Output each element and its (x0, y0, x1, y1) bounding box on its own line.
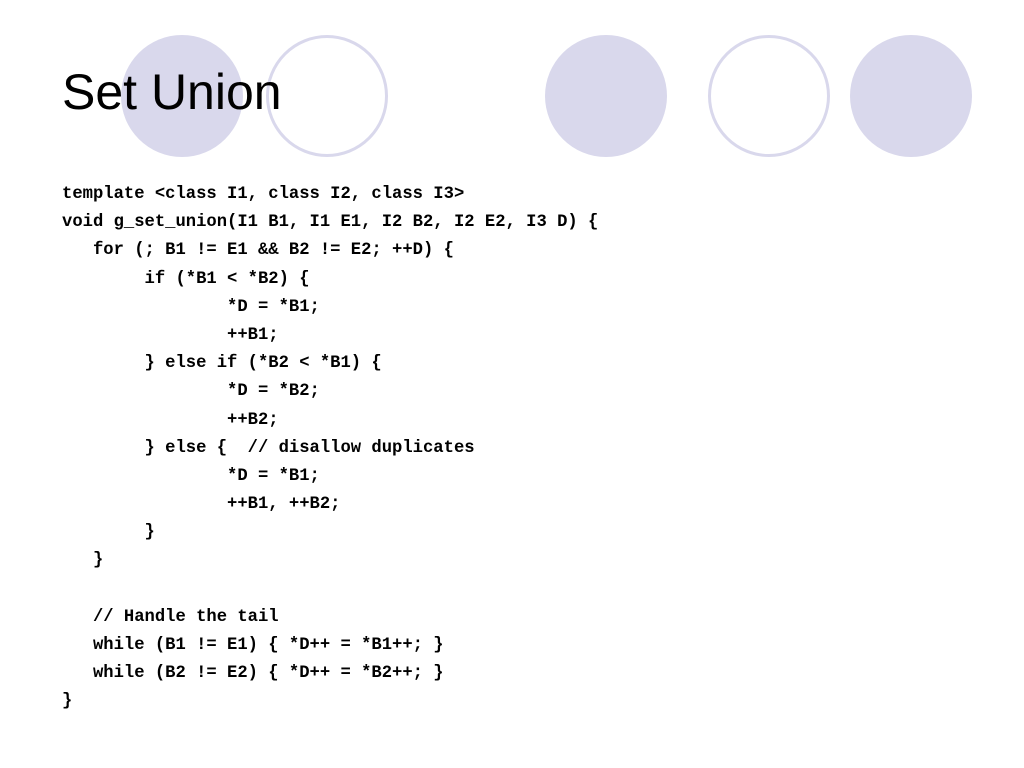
code-line: } (62, 523, 155, 543)
decorative-circle-5 (850, 35, 972, 157)
code-line: } else if (*B2 < *B1) { (62, 354, 382, 374)
code-line: ++B2; (62, 410, 279, 430)
code-line: for (; B1 != E1 && B2 != E2; ++D) { (62, 241, 454, 261)
code-line: } else { // disallow duplicates (62, 438, 475, 458)
code-line (62, 576, 598, 604)
code-line: void g_set_union(I1 B1, I1 E1, I2 B2, I2… (62, 213, 599, 233)
code-line: if (*B1 < *B2) { (62, 269, 310, 289)
code-block: template <class I1, class I2, class I3> … (62, 181, 598, 717)
code-line: template <class I1, class I2, class I3> (62, 185, 465, 204)
decorative-circle-3 (545, 35, 667, 157)
code-line: // Handle the tail (62, 607, 279, 627)
code-line: ++B1; (62, 325, 279, 345)
code-line: ++B1, ++B2; (62, 495, 341, 515)
decorative-circle-4 (708, 35, 830, 157)
code-line: } (62, 692, 73, 712)
code-line: } (62, 551, 104, 571)
code-line: *D = *B1; (62, 466, 320, 486)
code-line: while (B2 != E2) { *D++ = *B2++; } (62, 664, 444, 684)
decorative-circle-1 (121, 35, 243, 157)
code-line: *D = *B2; (62, 382, 320, 402)
code-line: while (B1 != E1) { *D++ = *B1++; } (62, 636, 444, 655)
decorative-circle-2 (266, 35, 388, 157)
code-line: *D = *B1; (62, 297, 320, 317)
slide-title: Set Union (62, 64, 282, 120)
